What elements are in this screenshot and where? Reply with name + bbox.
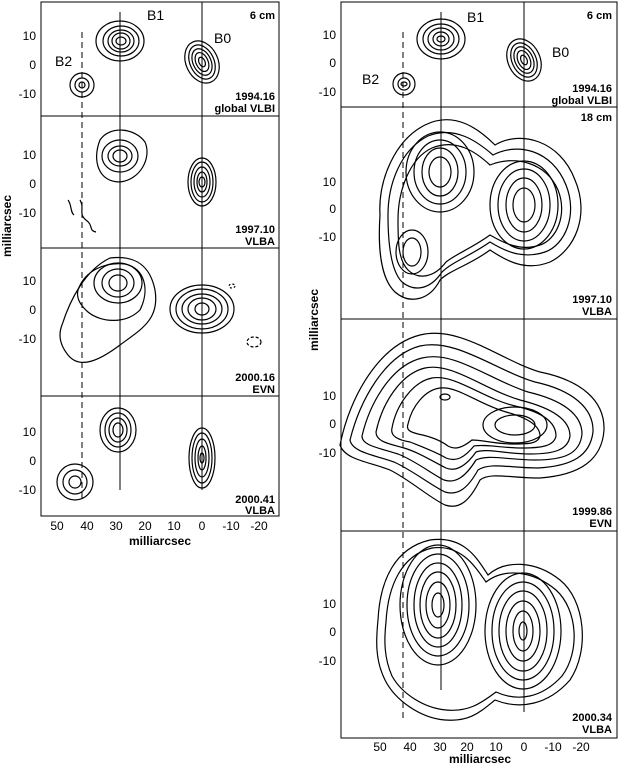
left-p3-epoch: 2000.16 (235, 372, 275, 384)
left-p1-band: 6 cm (250, 10, 275, 22)
right-xtick-3: 30 (433, 740, 447, 754)
right-p1-epoch: 1994.16 (572, 83, 612, 95)
right-xtick-1: 50 (373, 740, 387, 754)
right-x-axis-label: milliarcsec (449, 752, 511, 764)
right-panel-3-contours (339, 332, 605, 507)
left-xtick-4: 20 (138, 519, 152, 533)
right-p4-epoch: 2000.34 (572, 712, 613, 724)
left-b1-label: B1 (147, 7, 164, 23)
right-p2-ytick-2: 0 (329, 202, 336, 216)
right-frame (340, 1, 618, 739)
right-p4-ytick-1: 10 (323, 597, 337, 611)
right-p3-array: EVN (589, 518, 612, 530)
left-p4-array: VLBA (245, 505, 275, 517)
left-p2-ytick-1: 10 (23, 148, 37, 162)
right-p1-ytick-1: 10 (323, 28, 337, 42)
right-p3-ytick-1: 10 (323, 389, 337, 403)
right-figure: 10 0 -10 10 0 -10 10 0 -10 10 0 -10 50 4… (307, 1, 618, 764)
left-p4-epoch: 2000.41 (235, 494, 275, 506)
left-b2-label: B2 (55, 53, 72, 69)
right-b1-label: B1 (467, 9, 484, 25)
right-panel-1-contours (392, 18, 542, 96)
right-xtick-6: 0 (521, 740, 528, 754)
right-xtick-5: 10 (489, 740, 503, 754)
left-p2-ytick-3: -10 (19, 206, 37, 220)
left-p4-ytick-1: 10 (23, 425, 37, 439)
left-xtick-1: 50 (50, 519, 64, 533)
right-b0-label: B0 (552, 44, 569, 60)
left-p1-ytick-2: 0 (29, 58, 36, 72)
left-p4-ytick-2: 0 (29, 454, 36, 468)
left-figure: 10 0 -10 10 0 -10 10 0 -10 10 0 -10 50 4… (0, 1, 280, 548)
left-p3-ytick-2: 0 (29, 303, 36, 317)
right-p2-ytick-3: -10 (319, 230, 337, 244)
right-p1-ytick-2: 0 (329, 56, 336, 70)
left-p3-ytick-3: -10 (19, 332, 37, 346)
right-xtick-2: 40 (403, 740, 417, 754)
left-p2-array: VLBA (245, 236, 275, 248)
left-panel-3-contours (59, 256, 262, 364)
right-xtick-4: 20 (460, 740, 474, 754)
left-p1-ytick-3: -10 (19, 87, 37, 101)
right-p4-array: VLBA (582, 724, 612, 736)
right-panel-4-contours (376, 538, 583, 721)
left-p2-ytick-2: 0 (29, 177, 36, 191)
left-panel-4-contours (56, 407, 216, 501)
left-p3-ytick-1: 10 (23, 274, 37, 288)
left-p3-array: EVN (252, 384, 275, 396)
left-p2-epoch: 1997.10 (235, 224, 275, 236)
right-p2-ytick-1: 10 (323, 175, 337, 189)
right-p2-epoch: 1997.10 (572, 294, 612, 306)
right-b2-label: B2 (362, 71, 379, 87)
right-p3-ytick-3: -10 (319, 446, 337, 460)
left-y-axis-label: milliarcsec (0, 195, 14, 257)
left-xtick-5: 10 (167, 519, 181, 533)
left-frame (40, 1, 280, 517)
left-p4-ytick-3: -10 (19, 483, 37, 497)
left-p1-array: global VLBI (215, 103, 276, 115)
right-panel-2-contours (378, 119, 582, 300)
right-p4-ytick-2: 0 (329, 625, 336, 639)
left-p1-epoch: 1994.16 (235, 91, 275, 103)
left-xtick-8: -20 (250, 519, 268, 533)
left-xtick-2: 40 (80, 519, 94, 533)
right-p2-array: VLBA (582, 306, 612, 318)
right-p3-ytick-2: 0 (329, 417, 336, 431)
left-panel-1-contours (69, 20, 220, 98)
right-p1-array: global VLBI (552, 95, 613, 107)
right-p1-band: 6 cm (587, 10, 612, 22)
right-p4-ytick-3: -10 (319, 654, 337, 668)
left-p1-ytick-1: 10 (23, 29, 37, 43)
right-xtick-7: -10 (544, 740, 562, 754)
right-p3-epoch: 1999.86 (572, 506, 612, 518)
right-xtick-8: -20 (572, 740, 590, 754)
left-b0-label: B0 (214, 30, 231, 46)
left-x-axis-label: milliarcsec (129, 534, 191, 548)
left-xtick-3: 30 (109, 519, 123, 533)
left-xtick-6: 0 (199, 519, 206, 533)
right-p1-ytick-3: -10 (319, 85, 337, 99)
left-panel-2-contours (67, 129, 217, 233)
right-p2-band: 18 cm (581, 112, 612, 124)
left-xtick-7: -10 (222, 519, 240, 533)
right-y-axis-label: milliarcsec (307, 289, 321, 351)
